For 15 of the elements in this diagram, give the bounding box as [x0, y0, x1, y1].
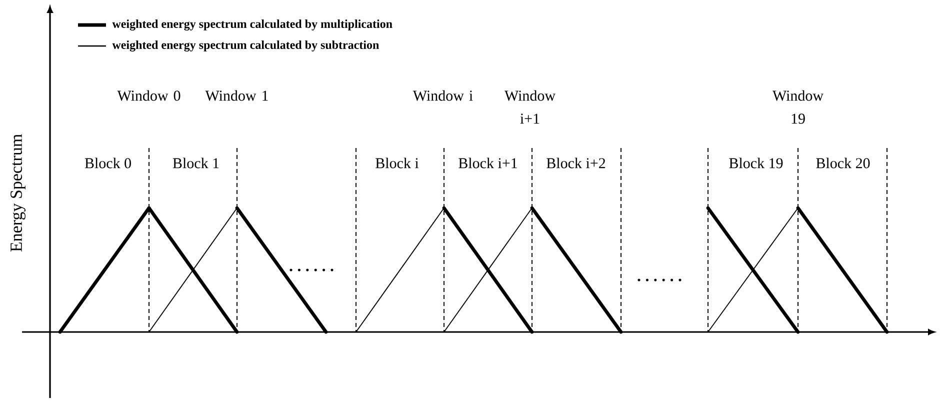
block-label: Block i — [376, 158, 419, 168]
axis-title: Energy Spectrum — [10, 134, 26, 252]
legend-text: weighted energy spectrum calculated by multiplication — [112, 20, 392, 30]
window-label: Window i — [412, 90, 473, 101]
window-label: Window 1 — [205, 90, 268, 101]
legend-text: weighted energy spectrum calculated by subtraction — [112, 40, 379, 52]
block-label: Block i+1 — [458, 158, 517, 168]
block-label: Block 20 — [816, 158, 870, 168]
block-label: Block 0 — [84, 158, 131, 168]
block-label: Block 19 — [729, 158, 783, 168]
window-label: Window 0 — [117, 90, 180, 101]
block-label: Block 1 — [172, 158, 219, 168]
window-label: Window i+1 — [504, 90, 556, 124]
block-label: Block i+2 — [546, 158, 606, 168]
window-label: Window 19 — [772, 90, 824, 124]
